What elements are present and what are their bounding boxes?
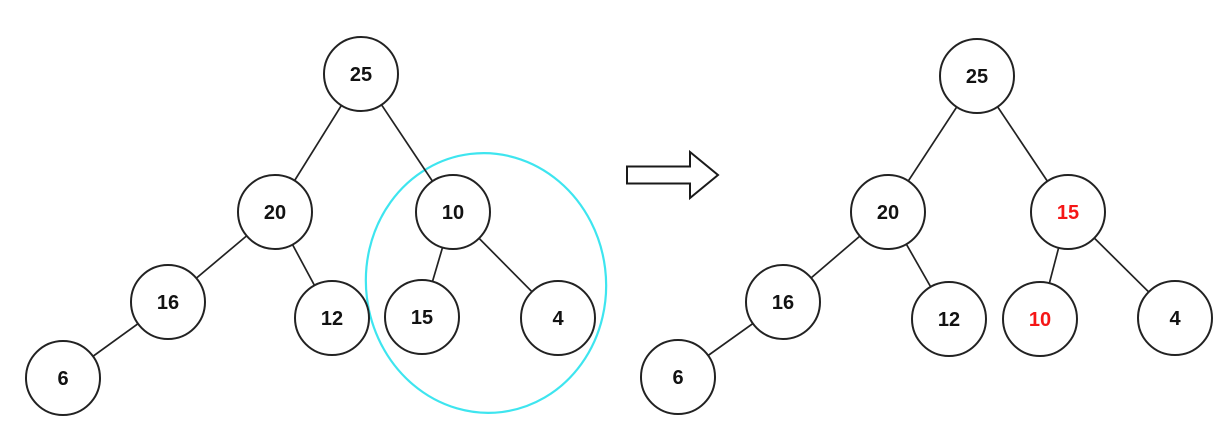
node-label: 10	[442, 202, 464, 224]
tree-node-6: 6	[640, 339, 716, 415]
tree-node-10: 10	[1002, 281, 1078, 357]
tree-node-16: 16	[745, 264, 821, 340]
node-circle	[237, 174, 313, 250]
node-label: 6	[672, 367, 683, 389]
node-circle	[939, 38, 1015, 114]
node-circle	[1137, 280, 1213, 356]
node-circle	[911, 281, 987, 357]
node-circle	[1002, 281, 1078, 357]
tree-node-10: 10	[415, 174, 491, 250]
subtree-highlight-ellipse	[364, 152, 608, 414]
node-circle	[384, 279, 460, 355]
node-circle	[130, 264, 206, 340]
node-circle	[294, 280, 370, 356]
tree-node-20: 20	[850, 174, 926, 250]
node-circle	[1030, 174, 1106, 250]
tree-node-20: 20	[237, 174, 313, 250]
node-circle	[323, 36, 399, 112]
tree-before-swap: 25 20 10 16 12 15 4 6	[25, 36, 596, 416]
node-circle	[520, 280, 596, 356]
tree-node-15: 15	[384, 279, 460, 355]
tree-node-12: 12	[294, 280, 370, 356]
transform-arrow-layer	[626, 149, 720, 201]
node-label: 16	[772, 292, 794, 314]
node-label: 16	[157, 292, 179, 314]
node-label: 4	[552, 308, 564, 330]
tree-node-6: 6	[25, 340, 101, 416]
node-circle	[25, 340, 101, 416]
node-label: 25	[966, 66, 988, 88]
node-label: 4	[1169, 308, 1181, 330]
node-label: 20	[264, 202, 286, 224]
tree-after-swap: 25 20 15 16 12 10 4 6	[640, 38, 1213, 415]
node-label: 12	[938, 309, 960, 331]
tree-node-25: 25	[939, 38, 1015, 114]
tree-node-15: 15	[1030, 174, 1106, 250]
node-circle	[415, 174, 491, 250]
node-label: 15	[1057, 202, 1079, 224]
node-circle	[745, 264, 821, 340]
node-label: 15	[411, 307, 433, 329]
node-circle	[640, 339, 716, 415]
node-label: 6	[57, 368, 68, 390]
tree-node-25: 25	[323, 36, 399, 112]
tree-node-4: 4	[520, 280, 596, 356]
tree-node-16: 16	[130, 264, 206, 340]
tree-node-12: 12	[911, 281, 987, 357]
node-label: 12	[321, 308, 343, 330]
node-label: 20	[877, 202, 899, 224]
right-arrow-icon	[626, 149, 720, 201]
node-label: 10	[1029, 309, 1051, 331]
node-circle	[850, 174, 926, 250]
node-label: 25	[350, 64, 372, 86]
highlight-ellipse-layer	[364, 152, 608, 414]
tree-node-4: 4	[1137, 280, 1213, 356]
